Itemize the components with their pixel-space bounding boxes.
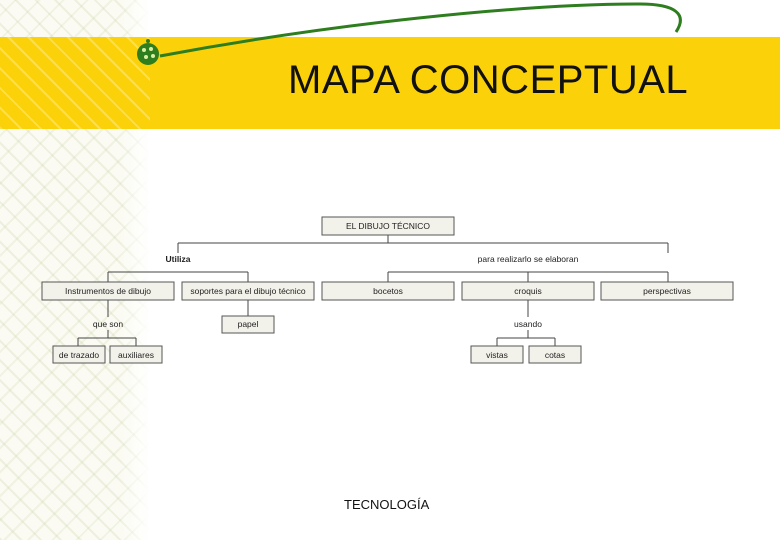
link-label-para-realizarlo: para realizarlo se elaboran: [478, 254, 579, 264]
svg-text:bocetos: bocetos: [373, 286, 403, 296]
green-globe-icon: [137, 39, 159, 65]
svg-text:cotas: cotas: [545, 350, 565, 360]
svg-text:EL DIBUJO TÉCNICO: EL DIBUJO TÉCNICO: [346, 221, 430, 231]
title-band: [0, 37, 780, 129]
footer-text: TECNOLOGÍA: [344, 497, 430, 512]
svg-text:croquis: croquis: [514, 286, 541, 296]
svg-text:auxiliares: auxiliares: [118, 350, 154, 360]
band-pattern: [0, 37, 150, 129]
node-papel: papel: [221, 315, 275, 334]
node-vistas: vistas: [470, 345, 524, 364]
svg-text:Instrumentos de dibujo: Instrumentos de dibujo: [65, 286, 151, 296]
svg-text:papel: papel: [238, 319, 259, 329]
svg-text:vistas: vistas: [486, 350, 508, 360]
decoration-swoosh: [137, 2, 682, 65]
node-instrumentos: Instrumentos de dibujo: [41, 281, 175, 301]
node-perspectivas: perspectivas: [600, 281, 734, 301]
page-title: MAPA CONCEPTUAL: [288, 58, 689, 102]
svg-text:de trazado: de trazado: [59, 350, 99, 360]
link-label-usando: usando: [514, 319, 542, 329]
swoosh-line: [159, 2, 682, 58]
node-soportes: soportes para el dibujo técnico: [181, 281, 315, 301]
node-croquis: croquis: [461, 281, 595, 301]
svg-text:soportes para el dibujo técnic: soportes para el dibujo técnico: [190, 286, 306, 296]
node-de-trazado: de trazado: [52, 345, 106, 364]
link-label-utiliza: Utiliza: [165, 254, 190, 264]
link-label-que-son: que son: [93, 319, 124, 329]
node-auxiliares: auxiliares: [109, 345, 163, 364]
node-root: EL DIBUJO TÉCNICO: [321, 216, 455, 236]
svg-text:perspectivas: perspectivas: [643, 286, 691, 296]
node-bocetos: bocetos: [321, 281, 455, 301]
connectors: [77, 235, 669, 346]
node-cotas: cotas: [528, 345, 582, 364]
